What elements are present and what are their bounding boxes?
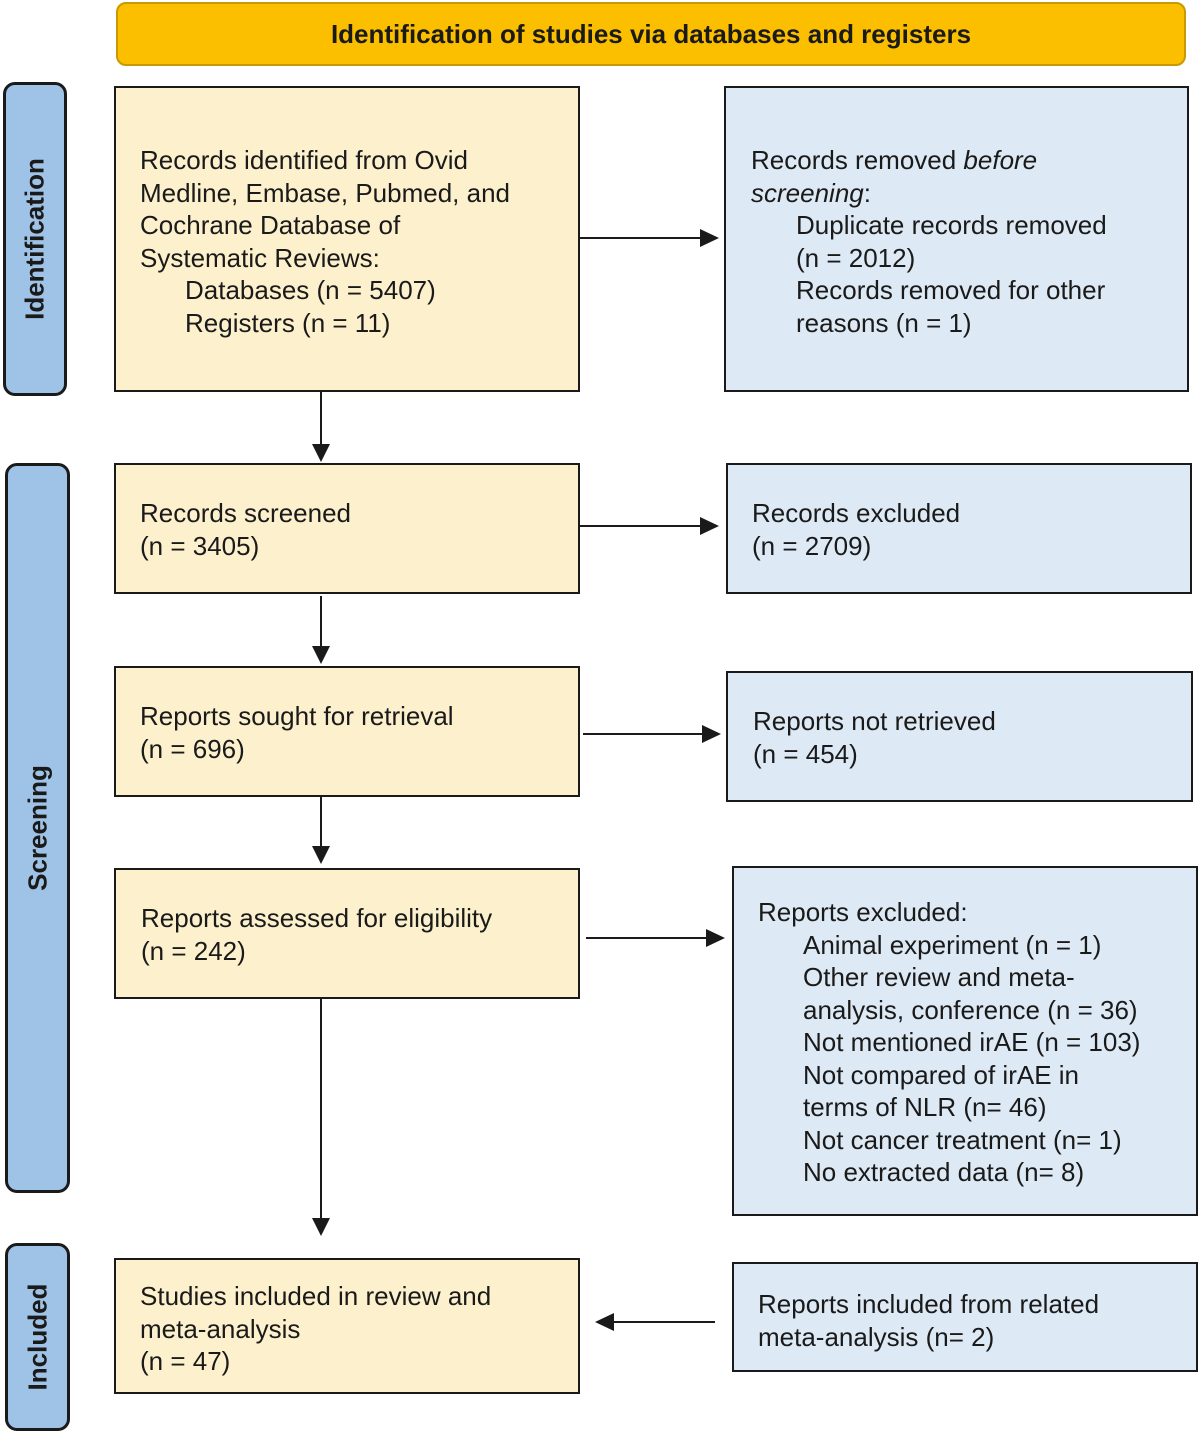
records-removed-box: Records removed before screening: Duplic… (724, 86, 1189, 392)
records-excluded-box: Records excluded (n = 2709) (726, 463, 1192, 594)
records-identified-box: Records identified from Ovid Medline, Em… (114, 86, 580, 392)
reports-assessed-count: (n = 242) (141, 935, 246, 966)
exclusion-reason: Other review and meta- (803, 962, 1075, 992)
records-identified-line: Systematic Reviews: (140, 242, 380, 273)
records-removed-prefix: Records removed (751, 145, 964, 175)
diagram-header: Identification of studies via databases … (116, 2, 1186, 66)
phase-screening: Screening (5, 463, 70, 1193)
records-removed-colon: : (863, 177, 871, 208)
reports-not-retrieved-text: Reports not retrieved (n = 454) (753, 705, 996, 770)
records-excluded-count: (n = 2709) (752, 530, 872, 561)
reports-assessed-text: Reports assessed for eligibility (n = 24… (141, 902, 492, 967)
arrowhead (702, 725, 721, 743)
records-excluded-label: Records excluded (752, 498, 961, 528)
records-removed-text: Records removed before screening: Duplic… (751, 144, 1107, 339)
records-screened-text: Records screened (n = 3405) (140, 497, 351, 562)
studies-included-text: Studies included in review and meta-anal… (140, 1280, 491, 1378)
registers-count: Registers (n = 11) (185, 307, 391, 338)
studies-included-line: Studies included in review and (140, 1281, 492, 1311)
arrowhead (706, 929, 725, 947)
records-removed-heading-2: screening: (751, 177, 1107, 210)
records-removed-before: before (963, 145, 1038, 175)
databases-count: Databases (n = 5407) (185, 275, 436, 305)
reports-sought-text: Reports sought for retrieval (n = 696) (140, 700, 454, 765)
arrowhead (700, 229, 719, 247)
reports-excluded-text: Reports excluded: Animal experiment (n =… (758, 896, 1140, 1189)
arrowhead (312, 846, 330, 864)
arrowhead (312, 444, 330, 462)
studies-included-count: (n = 47) (140, 1346, 231, 1376)
reports-sought-box: Reports sought for retrieval (n = 696) (114, 666, 580, 797)
studies-included-line: meta-analysis (140, 1313, 301, 1344)
exclusion-reason: Not compared of irAE in (803, 1059, 1080, 1090)
phase-included: Included (5, 1243, 70, 1431)
related-reports-box: Reports included from related meta-analy… (732, 1262, 1198, 1372)
arrowhead (312, 1218, 330, 1236)
reports-assessed-label: Reports assessed for eligibility (141, 903, 493, 933)
records-screened-box: Records screened (n = 3405) (114, 463, 580, 594)
reports-not-retrieved-count: (n = 454) (753, 738, 858, 769)
records-excluded-text: Records excluded (n = 2709) (752, 497, 960, 562)
exclusion-reason: analysis, conference (n = 36) (803, 994, 1138, 1025)
other-reasons-count: reasons (n = 1) (796, 307, 972, 338)
reports-assessed-box: Reports assessed for eligibility (n = 24… (114, 868, 580, 999)
other-reasons-line: Records removed for other (796, 275, 1106, 305)
records-identified-line: Medline, Embase, Pubmed, and (140, 177, 510, 208)
reports-not-retrieved-box: Reports not retrieved (n = 454) (726, 671, 1193, 802)
related-reports-text: Reports included from related meta-analy… (758, 1288, 1099, 1353)
related-reports-line: Reports included from related (758, 1289, 1100, 1319)
exclusion-reason: Animal experiment (n = 1) (803, 929, 1102, 960)
records-screened-label: Records screened (140, 498, 351, 528)
duplicates-line: Duplicate records removed (796, 210, 1107, 240)
reports-excluded-title: Reports excluded: (758, 897, 968, 927)
reports-not-retrieved-label: Reports not retrieved (753, 706, 996, 736)
studies-included-box: Studies included in review and meta-anal… (114, 1258, 580, 1394)
records-identified-text: Records identified from Ovid Medline, Em… (140, 144, 510, 339)
records-removed-heading: Records removed before (751, 144, 1107, 177)
related-reports-line: meta-analysis (n= 2) (758, 1321, 995, 1352)
reports-excluded-box: Reports excluded: Animal experiment (n =… (732, 866, 1198, 1216)
records-identified-line: Cochrane Database of (140, 210, 401, 240)
exclusion-reason: Not cancer treatment (n= 1) (803, 1124, 1122, 1155)
reports-sought-label: Reports sought for retrieval (140, 701, 454, 731)
exclusion-reason: terms of NLR (n= 46) (803, 1092, 1047, 1122)
records-identified-line: Records identified from Ovid (140, 145, 469, 175)
arrowhead (700, 517, 719, 535)
exclusion-reason: Not mentioned irAE (n = 103) (803, 1027, 1141, 1057)
arrowhead (595, 1313, 614, 1331)
duplicates-count: (n = 2012) (796, 242, 916, 273)
records-removed-screening: screening (751, 177, 864, 208)
phase-identification: Identification (3, 82, 67, 396)
records-screened-count: (n = 3405) (140, 530, 260, 561)
exclusion-reason: No extracted data (n= 8) (803, 1157, 1085, 1187)
arrowhead (312, 646, 330, 664)
reports-sought-count: (n = 696) (140, 733, 245, 764)
